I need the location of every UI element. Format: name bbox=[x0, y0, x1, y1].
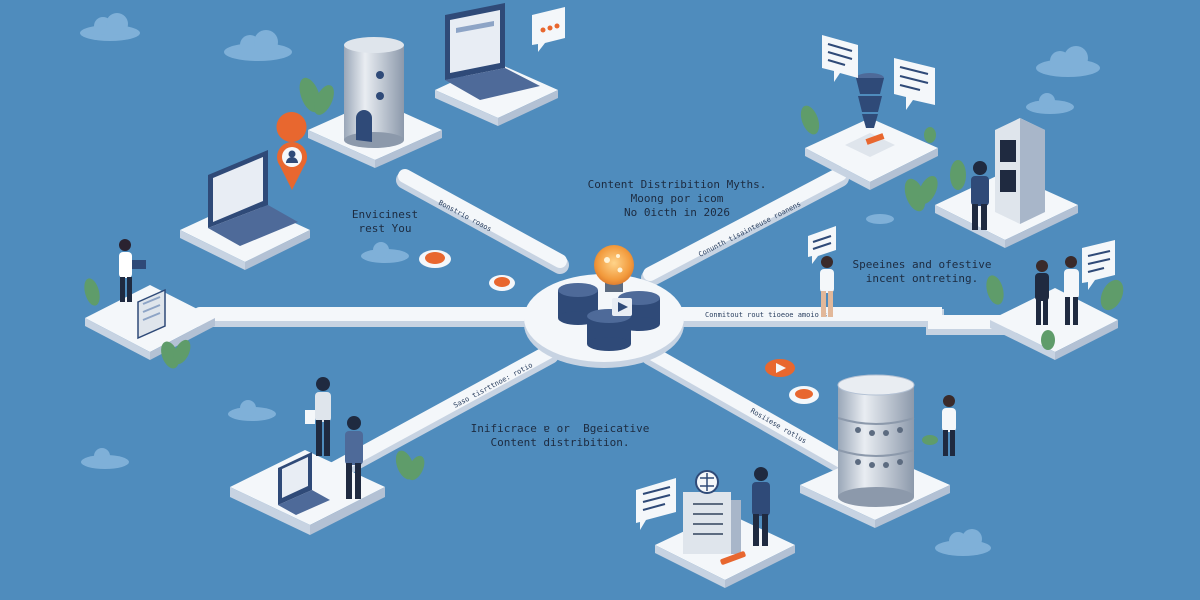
chat-bubble-icon bbox=[1082, 240, 1115, 290]
road-network bbox=[191, 167, 1019, 484]
building-icon bbox=[995, 118, 1045, 224]
person-icon bbox=[345, 416, 363, 499]
person-icon bbox=[971, 161, 989, 230]
cloud-icon bbox=[80, 13, 1100, 556]
chat-bubble-icon bbox=[808, 226, 836, 264]
laptop-icon bbox=[445, 3, 540, 100]
person-icon bbox=[305, 377, 331, 456]
person-icon bbox=[820, 256, 834, 317]
play-button-icon bbox=[419, 250, 819, 404]
road-label-bottom-left: Saso tisrttnoe: rotio bbox=[452, 361, 534, 410]
platform-laptop-left bbox=[180, 112, 310, 270]
plant-icon bbox=[84, 77, 1124, 481]
central-hub bbox=[524, 245, 684, 368]
platform-laptop-top bbox=[435, 3, 565, 126]
platform-meeting-right bbox=[990, 240, 1118, 360]
signpost-icon bbox=[137, 288, 166, 340]
person-icon bbox=[752, 467, 770, 546]
platform-reader-left bbox=[85, 239, 215, 360]
funnel-icon bbox=[856, 73, 884, 128]
server-tower-icon bbox=[837, 374, 915, 507]
person-icon bbox=[1064, 256, 1079, 325]
platform-team-bottom-left bbox=[230, 377, 385, 535]
label-inificrace-content: Inificrace ɐ or Bgeicative Content distr… bbox=[470, 422, 650, 449]
database-icon bbox=[558, 283, 660, 351]
road-label-right: Conmitout rout tioeoe amoio ss bbox=[705, 311, 831, 319]
person-icon bbox=[942, 395, 956, 456]
server-tower-icon bbox=[344, 37, 404, 148]
platform-server-bottom-right bbox=[800, 374, 950, 528]
label-content-distribution-myths: Content Distribition Myths. Moong por ic… bbox=[587, 178, 767, 219]
platform-office-right bbox=[935, 118, 1078, 248]
label-speeines-ofestive: Speeines and ofestive incent ontreting. bbox=[852, 258, 992, 285]
chat-bubble-icon bbox=[822, 35, 935, 110]
building-icon bbox=[683, 470, 741, 554]
user-location-icon bbox=[276, 112, 307, 190]
play-button-icon bbox=[612, 298, 632, 316]
person-icon bbox=[119, 239, 146, 302]
person-icon bbox=[1035, 260, 1049, 325]
label-envicinest: Envicinest rest You bbox=[351, 208, 419, 235]
platform-building-bottom bbox=[636, 467, 795, 588]
chat-bubble-icon bbox=[532, 7, 565, 52]
platform-funnel-top-right bbox=[805, 35, 938, 190]
lightbulb-icon bbox=[594, 245, 634, 292]
chat-bubble-icon bbox=[636, 478, 676, 530]
platform-server-top-left bbox=[308, 37, 442, 168]
